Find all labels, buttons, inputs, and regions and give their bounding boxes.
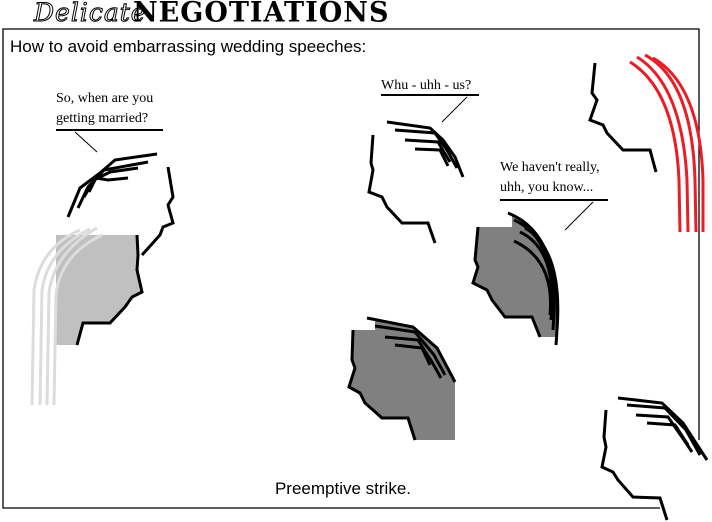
speech-line: We haven't really, <box>500 160 600 175</box>
speech-pointer <box>441 96 468 123</box>
speech-line: uhh, you know... <box>500 180 594 195</box>
comic-title: NEGOTIATIONS <box>133 0 390 29</box>
speech-pointer <box>74 131 98 153</box>
figure-confused <box>367 120 465 244</box>
speech-bubble-answer: We haven't really, uhh, you know... <box>500 158 600 198</box>
comic-caption: Preemptive strike. <box>274 479 412 498</box>
figure-light-grey <box>30 152 175 406</box>
figure-dark-grey-answering <box>471 211 560 346</box>
figure-bottom-right <box>600 396 709 521</box>
figure-red-hair <box>588 53 705 233</box>
comic-title-script: Delicate <box>34 0 147 28</box>
figure-dark-grey-lower <box>347 316 457 441</box>
speech-bubble-confused: Whu - uhh - us? <box>381 78 472 93</box>
speech-bubble-question: So, when are you getting married? <box>56 89 153 129</box>
speech-line: So, when are you <box>56 91 154 106</box>
speech-line: getting married? <box>56 111 149 126</box>
comic-subtitle: How to avoid embarrassing wedding speech… <box>10 37 367 56</box>
speech-pointer <box>564 201 594 231</box>
panel-frame <box>2 28 700 509</box>
